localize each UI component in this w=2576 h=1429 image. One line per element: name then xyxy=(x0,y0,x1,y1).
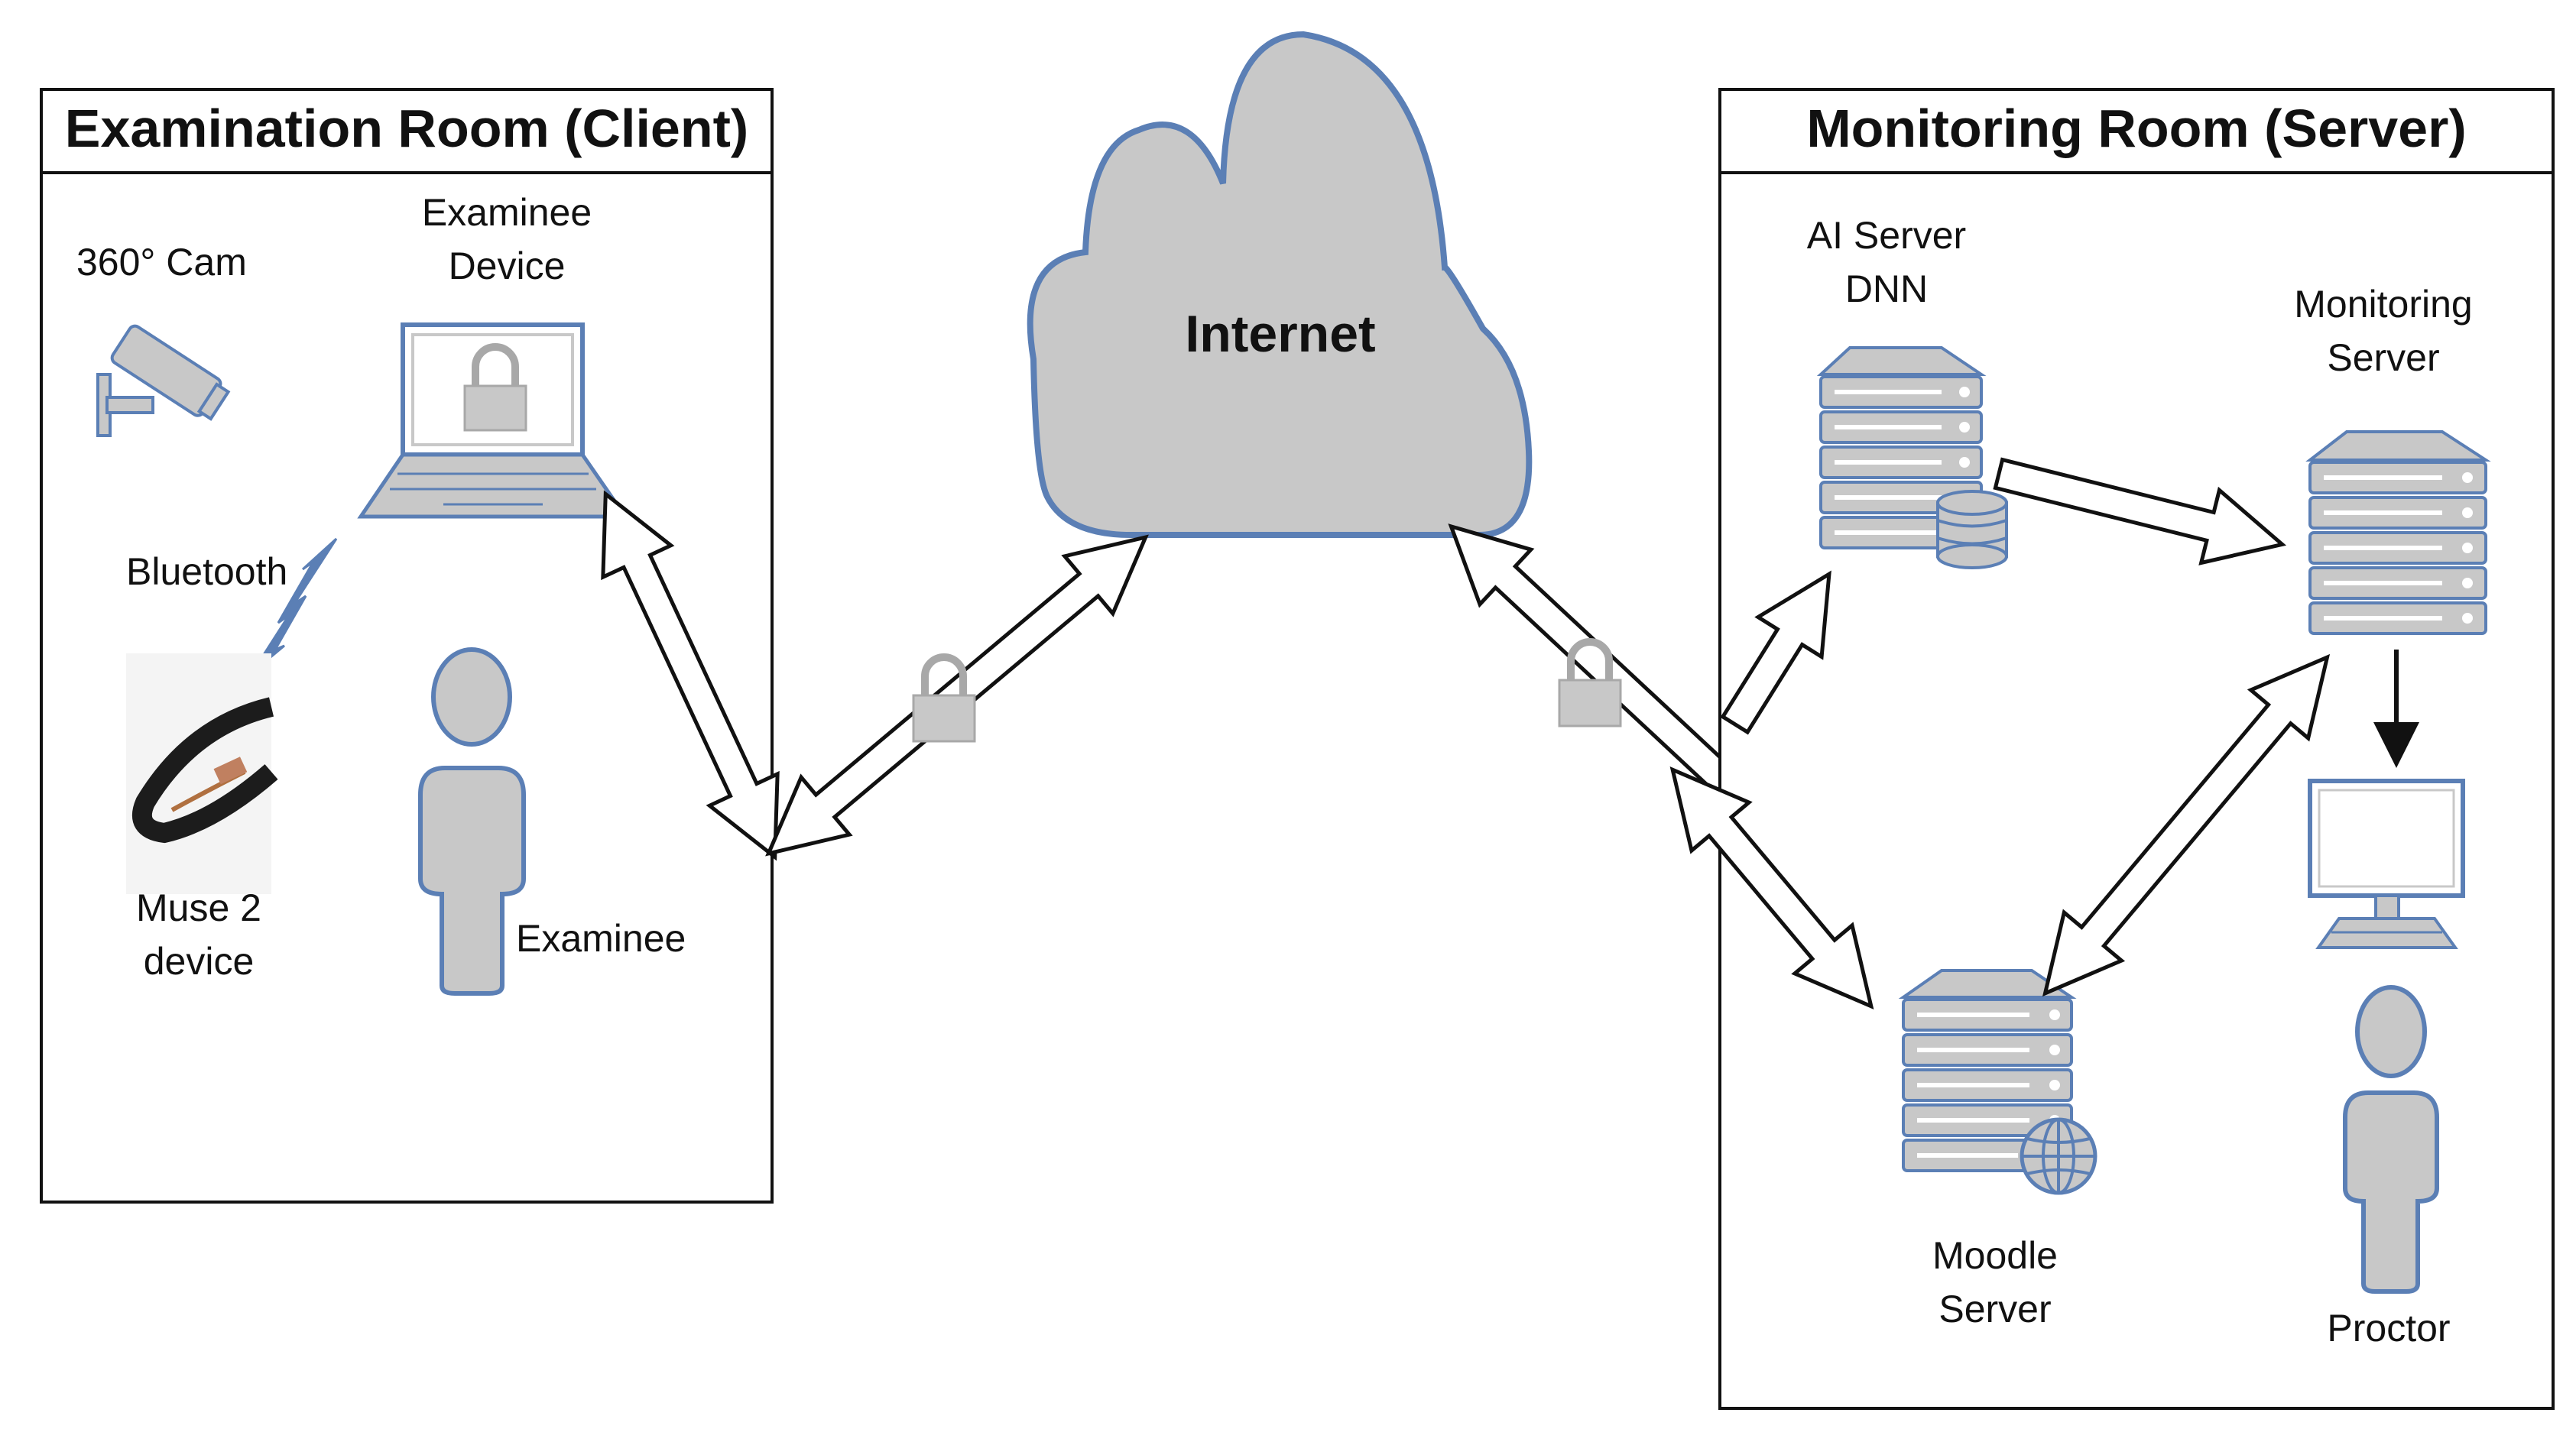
muse-label-line1: Muse 2 xyxy=(136,886,261,929)
monitor-icon xyxy=(2308,779,2465,949)
muse-label-line2: device xyxy=(144,940,255,983)
laptop-link-arrow xyxy=(601,490,780,861)
device-label-line2: Device xyxy=(449,245,566,287)
internet-cloud-icon xyxy=(1027,31,1533,538)
ai-monitoring-arrow xyxy=(1993,457,2287,565)
bluetooth-label: Bluetooth xyxy=(126,550,287,593)
monitoring-server-label-line2: Server xyxy=(2327,336,2439,379)
monitoring-server-icon xyxy=(2305,430,2491,635)
monitoring-server-label-line1: Monitoring xyxy=(2294,283,2472,326)
client-room-title: Examination Room (Client) xyxy=(65,99,748,158)
proctor-label: Proctor xyxy=(2327,1307,2450,1350)
device-label-line1: Examinee xyxy=(422,191,592,234)
examinee-person-icon xyxy=(418,647,526,996)
ai-server-label-line1: AI Server xyxy=(1807,214,1966,257)
entry-moodle-arrow xyxy=(1669,766,1874,1009)
lock-icon xyxy=(912,653,976,743)
moodle-server-label-line2: Server xyxy=(1938,1288,2051,1330)
moodle-server-label-line1: Moodle xyxy=(1932,1234,2058,1277)
client-room-panel: Examination Room (Client) xyxy=(40,88,774,1204)
lock-icon xyxy=(1558,638,1622,727)
server-room-title: Monitoring Room (Server) xyxy=(1806,99,2466,158)
entry-ai-arrow xyxy=(1720,570,1831,735)
muse-headband-image xyxy=(126,653,278,894)
proctor-person-icon xyxy=(2343,985,2439,1294)
globe-icon xyxy=(2020,1117,2097,1195)
cam-label: 360° Cam xyxy=(76,241,247,284)
lock-icon xyxy=(463,343,527,432)
examinee-label: Examinee xyxy=(516,917,686,960)
camera-icon xyxy=(96,324,231,437)
internet-label: Internet xyxy=(1185,305,1375,363)
ai-server-label-line2: DNN xyxy=(1845,267,1928,310)
database-icon xyxy=(1936,490,2008,569)
moodle-monitoring-arrow xyxy=(2042,653,2331,997)
